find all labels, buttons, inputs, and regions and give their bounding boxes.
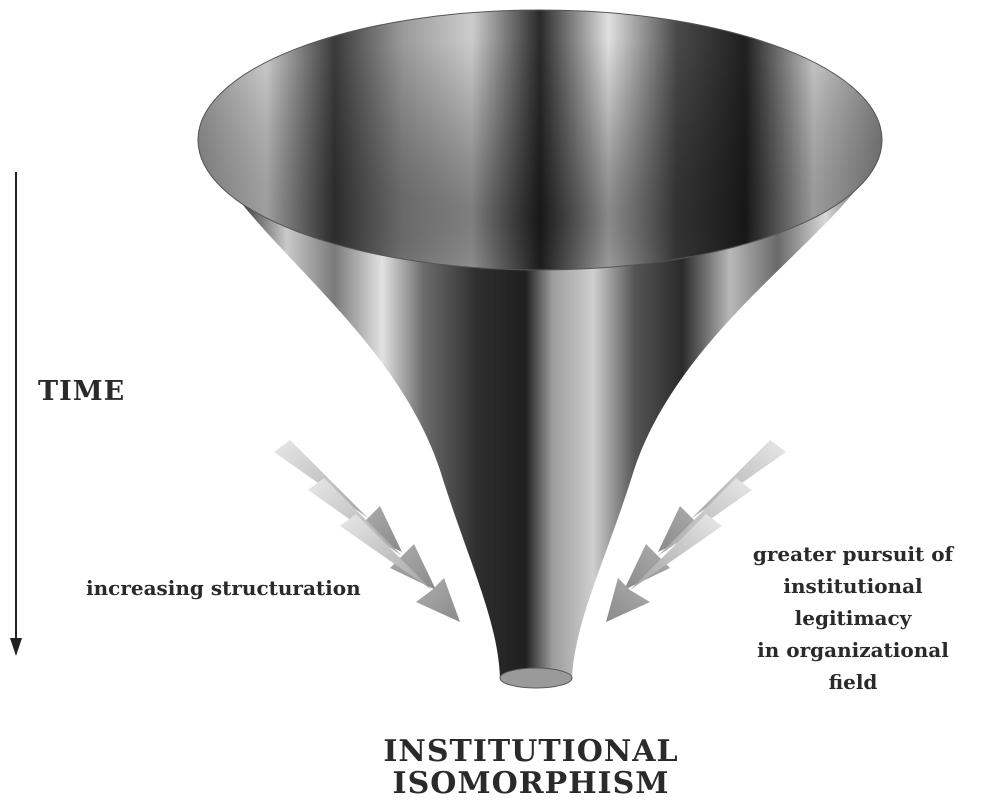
- result-label-line: ISOMORPHISM: [392, 766, 670, 801]
- legitimacy-label-line: greater pursuit of: [752, 542, 954, 566]
- diagonal-arrow-icon: [274, 440, 460, 622]
- legitimacy-label-line: field: [828, 670, 878, 694]
- institutional-isomorphism-label: INSTITUTIONAL ISOMORPHISM: [341, 736, 721, 800]
- funnel-spout: [499, 667, 573, 689]
- legitimacy-label: greater pursuit of institutional legitim…: [728, 538, 978, 698]
- legitimacy-label-line: institutional legitimacy: [783, 574, 923, 630]
- down-arrow-icon: [10, 172, 22, 656]
- result-label-line: INSTITUTIONAL: [383, 734, 679, 769]
- funnel-body: [198, 130, 880, 678]
- diagonal-arrow-icon: [606, 440, 786, 622]
- time-label: TIME: [38, 376, 126, 407]
- legitimacy-label-line: in organizational: [757, 638, 949, 662]
- increasing-structuration-label: increasing structuration: [86, 576, 361, 600]
